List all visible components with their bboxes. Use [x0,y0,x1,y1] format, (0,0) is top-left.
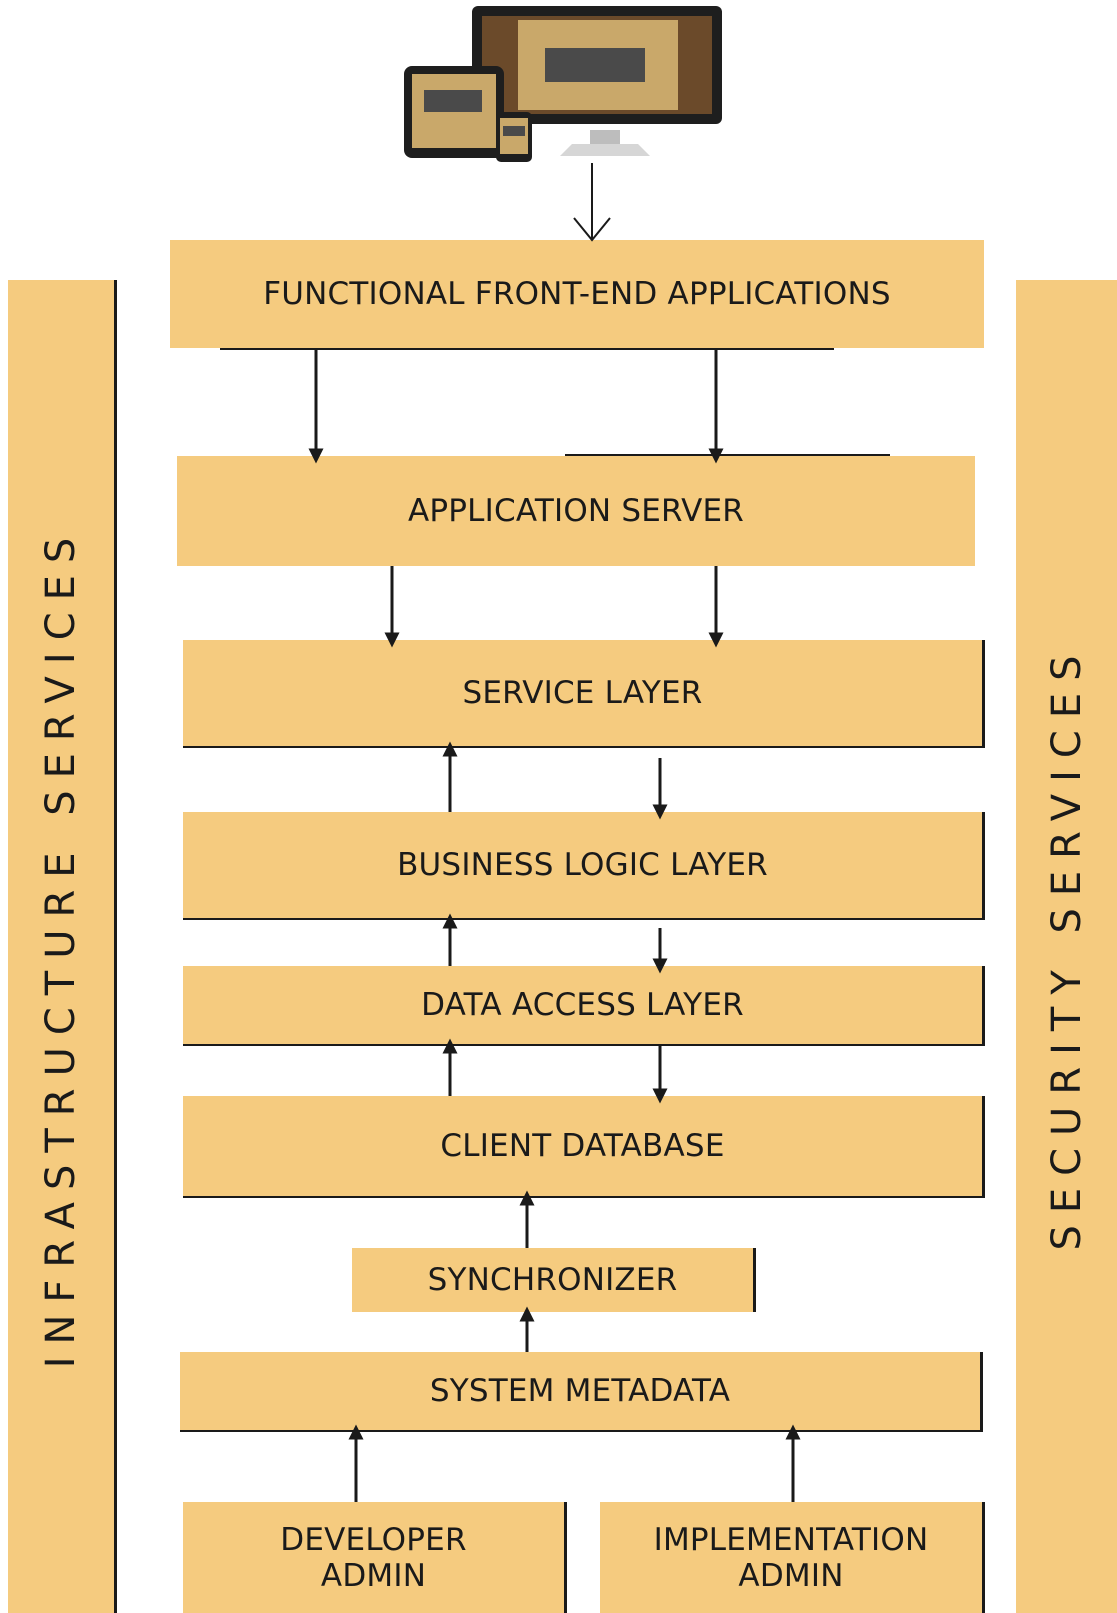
business-logic-layer-label: BUSINESS LOGIC LAYER [397,847,768,883]
client-database-box: CLIENT DATABASE [183,1096,985,1198]
service-layer-label: SERVICE LAYER [462,675,703,711]
developer-admin-box: DEVELOPER ADMIN [183,1502,567,1613]
system-metadata-label: SYSTEM METADATA [429,1373,731,1409]
security-services-panel: SECURITY SERVICES [1016,280,1117,1613]
client-database-label: CLIENT DATABASE [440,1128,725,1164]
developer-admin-line1: DEVELOPER [280,1521,467,1558]
open-arrowhead [573,217,611,242]
application-server-box: APPLICATION SERVER [177,456,975,566]
implementation-admin-box: IMPLEMENTATION ADMIN [600,1502,985,1613]
application-server-label: APPLICATION SERVER [407,493,745,529]
developer-admin-line2: ADMIN [320,1557,427,1594]
responsive-devices-icon [404,6,722,162]
frontend-label: FUNCTIONAL FRONT-END APPLICATIONS [263,276,891,312]
system-metadata-box: SYSTEM METADATA [180,1352,983,1432]
frontend-box: FUNCTIONAL FRONT-END APPLICATIONS [170,240,984,348]
business-logic-layer-box: BUSINESS LOGIC LAYER [183,812,985,920]
infrastructure-services-panel: INFRASTRUCTURE SERVICES [8,280,117,1613]
synchronizer-label: SYNCHRONIZER [427,1262,678,1298]
implementation-admin-line2: ADMIN [738,1557,844,1594]
implementation-admin-line1: IMPLEMENTATION [653,1521,929,1558]
data-access-layer-box: DATA ACCESS LAYER [183,966,985,1046]
synchronizer-box: SYNCHRONIZER [352,1248,756,1312]
service-layer-box: SERVICE LAYER [183,640,985,748]
data-access-layer-label: DATA ACCESS LAYER [421,987,744,1023]
